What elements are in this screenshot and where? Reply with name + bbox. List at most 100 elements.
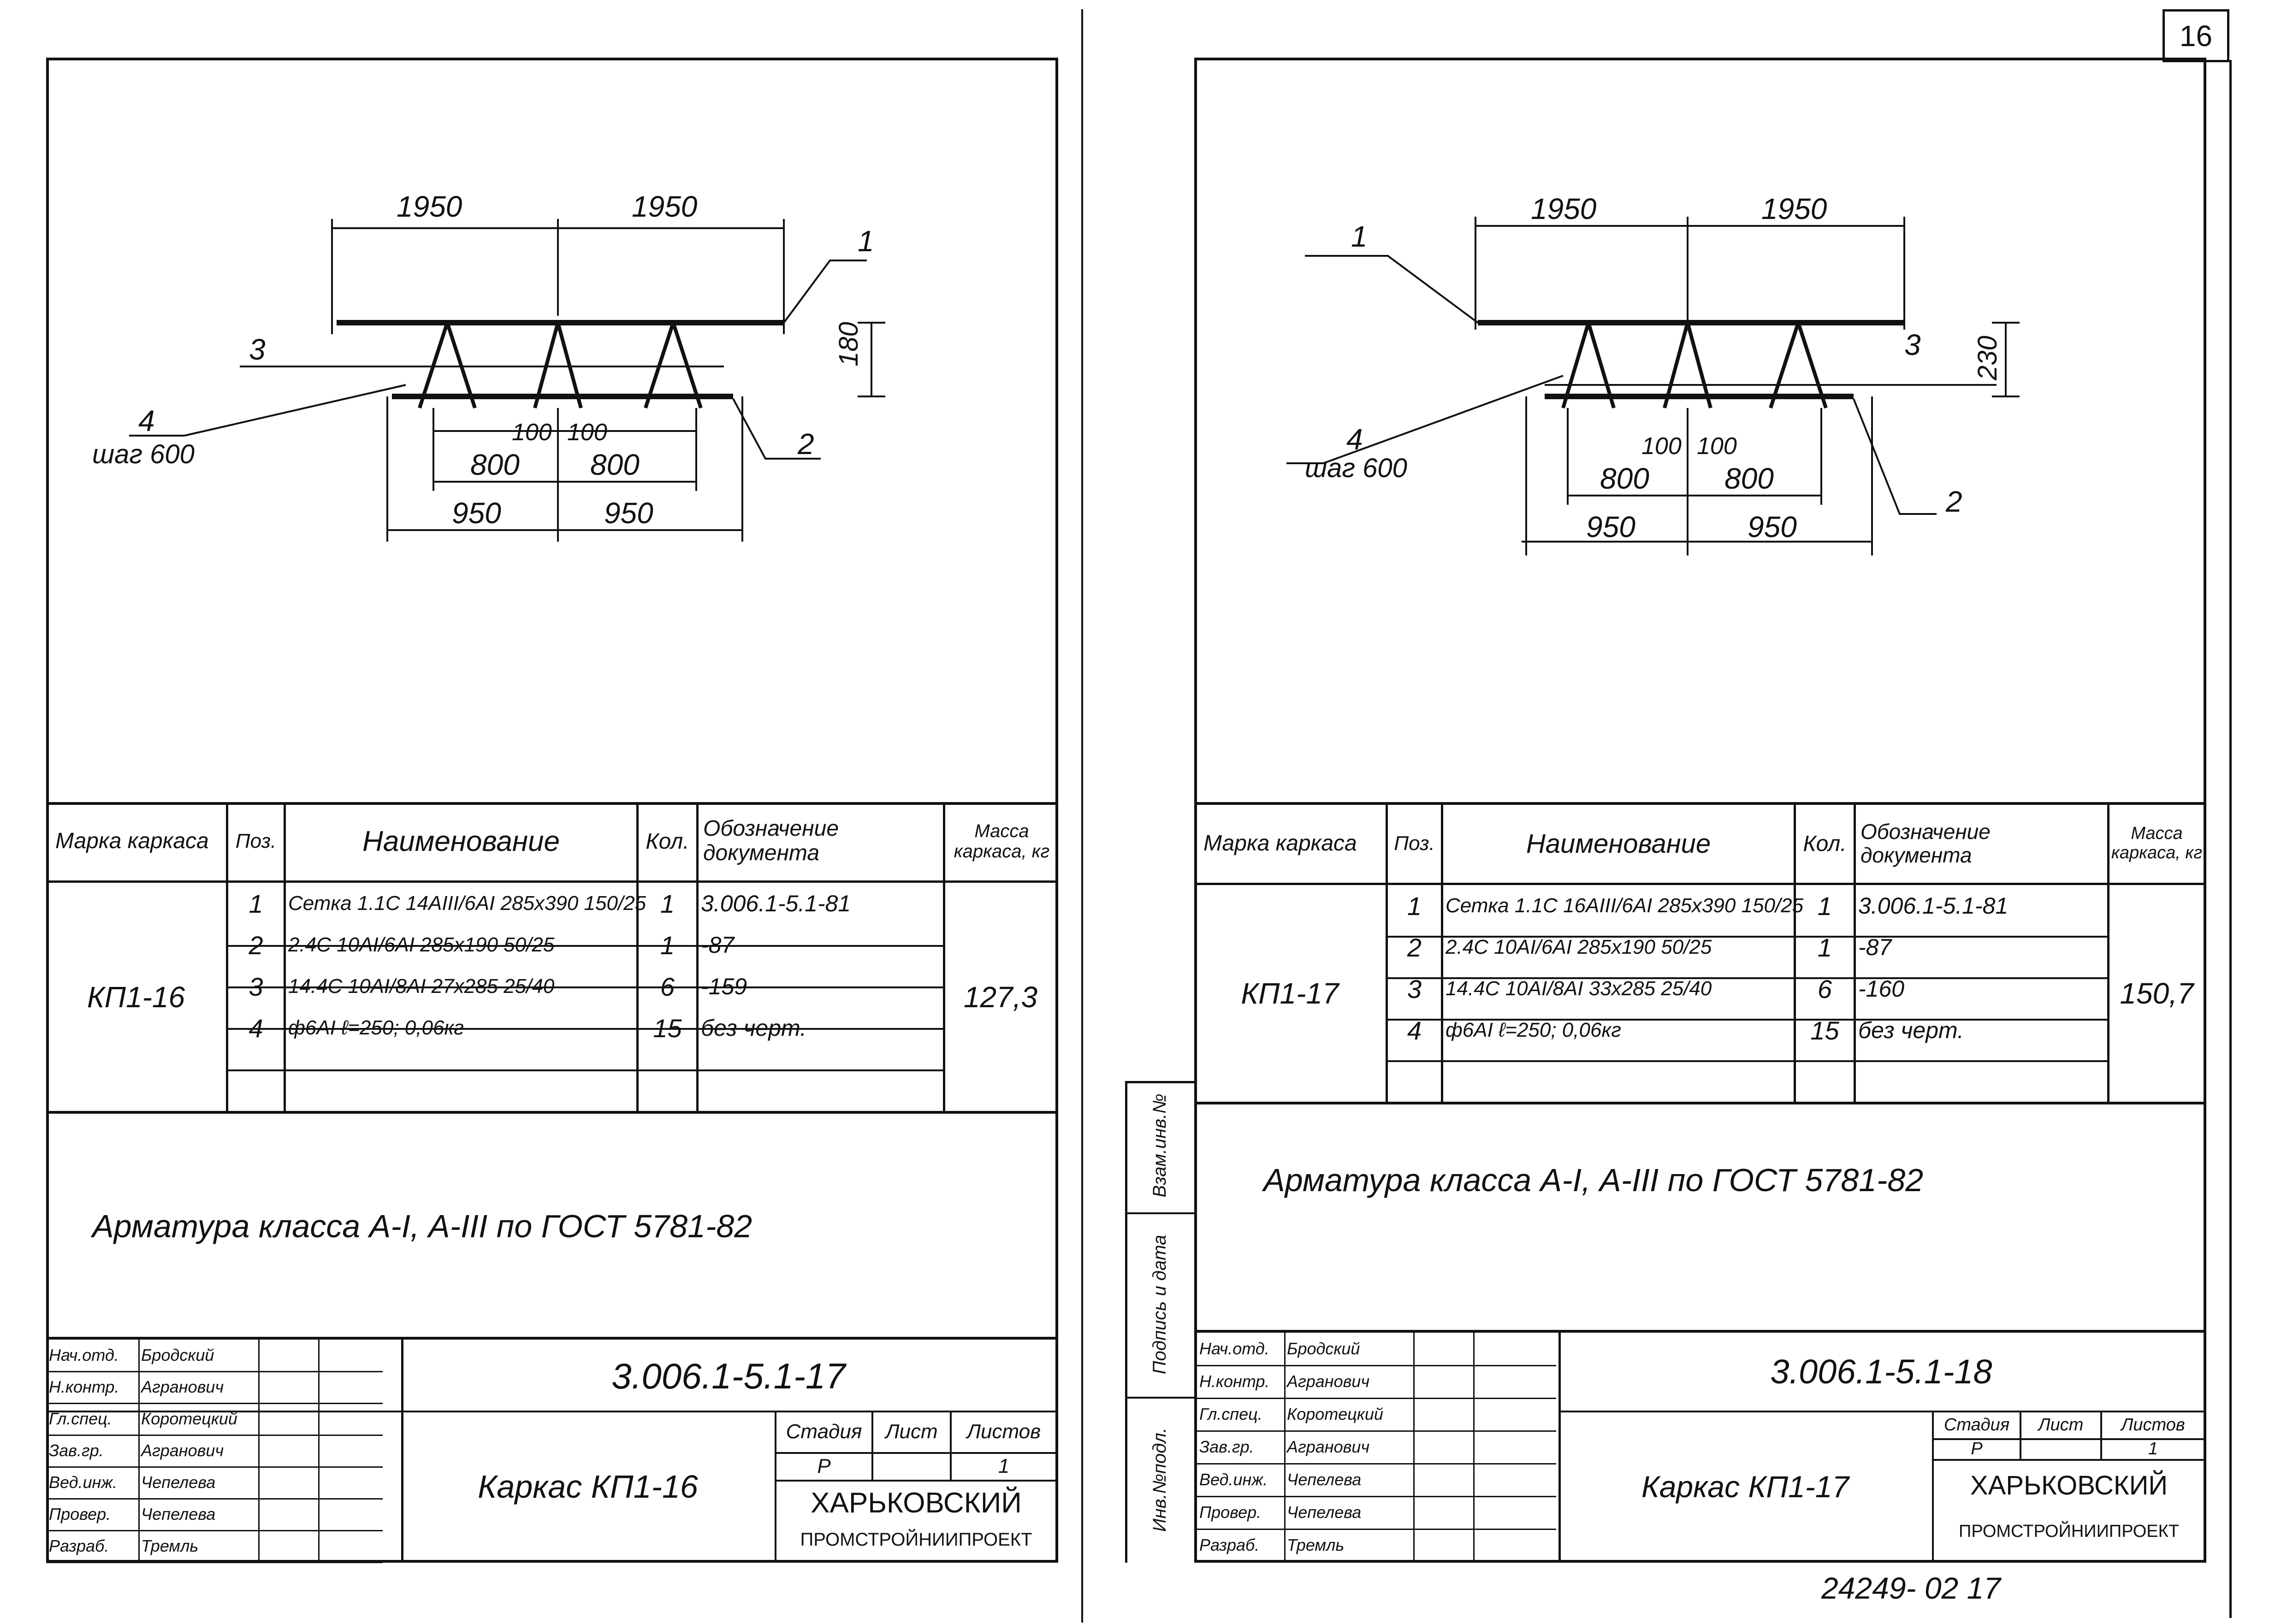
sheets-header: Листов: [2121, 1415, 2185, 1435]
staff-name: Агранович: [141, 1441, 224, 1460]
row-name: 2.4С 10АI/6АI 285х190 50/25: [1446, 936, 1712, 958]
row-kol: 6: [1817, 974, 1832, 1004]
dim-bottom-right: 950: [1748, 510, 1797, 543]
staff-role: Разраб.: [49, 1536, 109, 1555]
staff-name: Чепелева: [141, 1504, 216, 1524]
marka-value: КП1-17: [1241, 977, 1339, 1010]
row-name: ф6АI ℓ=250; 0,06кг: [1446, 1019, 1621, 1041]
staff-role: Нач.отд.: [49, 1345, 119, 1364]
page-number: 16: [2179, 19, 2213, 53]
org-name-line1: ХАРЬКОВСКИЙ: [811, 1487, 1022, 1519]
org-name-line1: ХАРЬКОВСКИЙ: [1970, 1470, 2168, 1500]
row-kol: 6: [660, 972, 675, 1001]
sheet-header: Лист: [885, 1420, 938, 1443]
row-poz: 4: [249, 1013, 263, 1043]
staff-role: Нач.отд.: [1199, 1339, 1269, 1358]
row-poz: 2: [249, 930, 263, 960]
staff-role: Гл.спец.: [1199, 1404, 1262, 1423]
staff-name: Чепелева: [141, 1472, 216, 1492]
row-kol: 15: [653, 1013, 682, 1043]
row-name: 14.4С 10АI/8АI 27х285 25/40: [288, 975, 555, 998]
dim-mid-right: 800: [1724, 462, 1774, 495]
dim-mid-left: 800: [470, 448, 520, 481]
dim-top-right: 1950: [632, 190, 698, 223]
row-poz: 1: [1407, 891, 1422, 921]
row-doc: 3.006.1-5.1-81: [701, 891, 851, 916]
staff-role: Вед.инж.: [1199, 1470, 1268, 1489]
position-2: 2: [1945, 485, 1962, 518]
staff-name: Коротецкий: [141, 1409, 237, 1428]
dim-top-left: 1950: [397, 190, 462, 223]
dim-height: 230: [1973, 336, 2003, 381]
dim-spacing-left: 100: [1641, 433, 1682, 460]
side-stamp-inv-podl: Инв.№подл.: [1149, 1428, 1170, 1532]
staff-name: Бродский: [141, 1345, 214, 1364]
dim-mid-right: 800: [590, 448, 640, 481]
mass-value: 127,3: [963, 980, 1038, 1014]
step-label: шаг 600: [1305, 453, 1407, 483]
step-label: шаг 600: [92, 439, 195, 469]
row-kol: 15: [1810, 1016, 1839, 1045]
org-name-line2: ПРОМСТРОЙНИИПРОЕКТ: [800, 1529, 1032, 1550]
row-name: ф6АI ℓ=250; 0,06кг: [288, 1016, 464, 1039]
doc-code: 3.006.1-5.1-18: [1770, 1352, 1992, 1391]
sheet-header: Лист: [2038, 1415, 2084, 1435]
sheets-value: 1: [2148, 1439, 2158, 1459]
row-doc: 3.006.1-5.1-81: [1858, 893, 2009, 919]
footer-number: 24249- 02 17: [1821, 1571, 2001, 1605]
sheets-header: Листов: [966, 1420, 1041, 1443]
dim-spacing-right: 100: [567, 419, 607, 446]
header-name: Наименование: [362, 825, 560, 857]
row-doc: -87: [1858, 934, 1892, 960]
header-marka: Марка каркаса: [1203, 831, 1357, 856]
dim-bottom-right: 950: [604, 496, 653, 530]
title: Каркас КП1-17: [1641, 1470, 1849, 1504]
staff-role: Зав.гр.: [1199, 1437, 1254, 1456]
row-name: 2.4С 10АI/6АI 285х190 50/25: [288, 933, 555, 956]
staff-role: Провер.: [49, 1504, 111, 1524]
header-marka: Марка каркаса: [55, 828, 209, 853]
row-poz: 2: [1407, 933, 1422, 962]
position-2: 2: [797, 427, 814, 461]
row-poz: 1: [249, 889, 263, 918]
stage-value: Р: [817, 1455, 831, 1477]
stage-value: Р: [1971, 1439, 1983, 1459]
row-kol: 1: [1817, 891, 1832, 921]
sheet-divider: [1081, 9, 1083, 1623]
staff-name: Тремль: [141, 1536, 199, 1555]
position-1: 1: [1351, 220, 1368, 253]
org-name-line2: ПРОМСТРОЙНИИПРОЕКТ: [1959, 1522, 2179, 1541]
row-kol: 1: [1817, 933, 1832, 962]
dim-mid-left: 800: [1600, 462, 1649, 495]
header-mass: Масса каркаса, кг: [2111, 824, 2203, 862]
dim-top-right: 1950: [1761, 192, 1827, 225]
stage-header: Стадия: [786, 1420, 862, 1443]
left-reinforcement-drawing: 1950 1950 180 100 100 800 800 950 950 1 …: [92, 190, 885, 542]
staff-role: Вед.инж.: [49, 1472, 118, 1492]
stage-header: Стадия: [1943, 1415, 2010, 1435]
position-4: 4: [1346, 423, 1363, 456]
dim-top-left: 1950: [1531, 192, 1597, 225]
position-3: 3: [249, 333, 266, 366]
mass-value: 150,7: [2120, 977, 2194, 1010]
position-4: 4: [138, 404, 155, 437]
note: Арматура класса А-I, А-III по ГОСТ 5781-…: [1263, 1162, 1924, 1198]
sheets-value: 1: [998, 1455, 1010, 1477]
header-mass: Масса каркаса, кг: [954, 821, 1050, 862]
side-stamp-podpis: Подпись и дата: [1149, 1234, 1170, 1375]
staff-role: Н.контр.: [1199, 1371, 1270, 1391]
header-kol: Кол.: [646, 829, 689, 854]
row-doc: -87: [701, 932, 735, 958]
title: Каркас КП1-16: [478, 1469, 698, 1505]
doc-code: 3.006.1-5.1-17: [611, 1355, 846, 1396]
note: Арматура класса А-I, А-III по ГОСТ 5781-…: [92, 1208, 752, 1244]
right-reinforcement-drawing: 1950 1950 230 100 100 800 800 950 950 1 …: [1286, 192, 2020, 555]
position-1: 1: [858, 224, 874, 258]
row-name: Сетка 1.1С 16АIII/6АI 285х390 150/25: [1446, 894, 1804, 917]
staff-role: Н.контр.: [49, 1377, 119, 1396]
staff-name: Агранович: [1287, 1437, 1370, 1456]
header-poz: Поз.: [235, 830, 277, 852]
row-doc: без черт.: [1858, 1017, 1964, 1043]
staff-name: Чепелева: [1287, 1502, 1362, 1522]
marka-value: КП1-16: [87, 980, 185, 1014]
